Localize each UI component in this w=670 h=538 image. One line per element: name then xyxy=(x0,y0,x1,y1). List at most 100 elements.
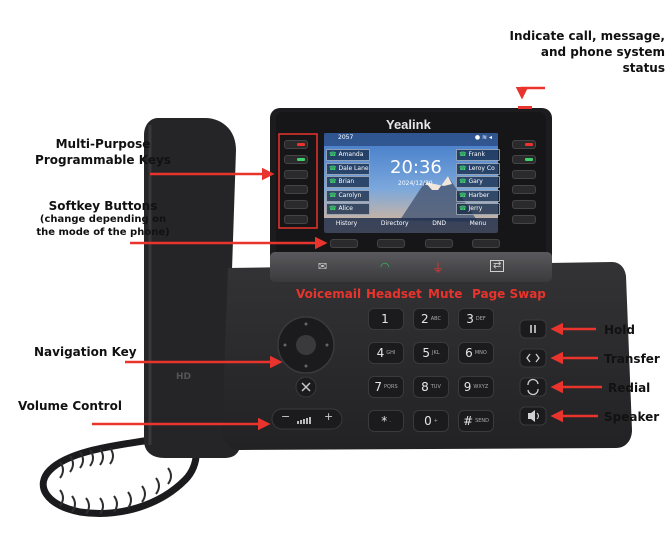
key-letters: MNO xyxy=(474,350,487,356)
status-led xyxy=(518,106,532,109)
softkey-button-2[interactable] xyxy=(424,239,453,248)
redial-button[interactable] xyxy=(519,377,547,397)
contact-icon: ☎ xyxy=(329,178,337,185)
hold-button[interactable] xyxy=(519,319,547,339)
contact-icon: ☎ xyxy=(459,191,467,199)
left-contact-2: ☎Brian xyxy=(326,176,370,188)
mpk-highlight-frame xyxy=(278,133,318,229)
headset-icon[interactable]: ◠ xyxy=(380,260,390,273)
contact-name: Harber xyxy=(468,191,490,199)
key-digit: 1 xyxy=(381,312,389,326)
navigation-ok-button[interactable] xyxy=(296,335,316,355)
softkey-button-0[interactable] xyxy=(330,239,358,248)
annotation-speaker: Speaker xyxy=(604,410,660,424)
right-programmable-key-2[interactable] xyxy=(512,170,536,179)
annotation-volume: Volume Control xyxy=(18,399,122,413)
contact-name: Leroy Co xyxy=(468,164,495,172)
contact-name: Alice xyxy=(338,205,353,212)
mute-icon[interactable]: ⏚ xyxy=(432,261,445,275)
key-letters: WXYZ xyxy=(473,384,489,390)
contact-icon: ☎ xyxy=(459,178,467,185)
status-icons: ● ≋ ◂ xyxy=(474,134,492,141)
annotation-voicemail: Voicemail xyxy=(296,287,362,301)
key-digit: 3 xyxy=(466,312,474,326)
softkey-label-1: Directory xyxy=(380,220,409,227)
annotation-mpkeys: Multi-Purpose Programmable Keys xyxy=(35,137,171,167)
keypad-key-10[interactable]: 0+ xyxy=(413,410,449,432)
right-contact-0: ☎Frank xyxy=(456,149,500,161)
key-digit: 6 xyxy=(465,346,473,360)
transfer-icon xyxy=(526,353,540,363)
left-programmable-key-2[interactable] xyxy=(284,170,308,179)
redial-icon xyxy=(527,378,539,396)
contact-icon: ☎ xyxy=(329,164,337,172)
right-programmable-key-3[interactable] xyxy=(512,185,536,194)
keypad-key-9[interactable]: *. xyxy=(368,410,404,432)
key-digit: 8 xyxy=(421,380,429,394)
key-led xyxy=(525,158,533,161)
left-contact-0: ☎Amanda xyxy=(326,149,370,161)
contact-name: Amanda xyxy=(338,151,364,158)
key-letters: . xyxy=(389,418,391,424)
key-digit: 4 xyxy=(376,346,385,360)
key-letters: TUV xyxy=(430,384,441,390)
key-digit: 2 xyxy=(421,312,429,326)
key-letters: DEF xyxy=(475,316,486,322)
softkey-label-0: History xyxy=(335,220,358,227)
page-swap-icon[interactable]: ⇄ xyxy=(490,260,505,272)
handset-logo: HD xyxy=(176,372,192,382)
volume-bars-icon xyxy=(297,417,311,424)
volume-plus-label: + xyxy=(324,410,334,423)
right-contact-4: ☎Jerry xyxy=(456,203,500,215)
contact-icon: ☎ xyxy=(329,191,337,199)
keypad-key-11[interactable]: #SEND xyxy=(458,410,494,432)
account-label: 2057 xyxy=(338,134,354,141)
handset[interactable] xyxy=(144,118,241,458)
right-programmable-key-5[interactable] xyxy=(512,215,536,224)
brand-logo: Yealink xyxy=(386,117,431,132)
annotation-softkeys-title: Softkey Buttons xyxy=(48,199,158,213)
key-letters: GHI xyxy=(386,350,396,356)
left-programmable-key-1[interactable] xyxy=(284,155,308,164)
right-contact-2: ☎Gary xyxy=(456,176,500,188)
left-programmable-key-5[interactable] xyxy=(284,215,308,224)
softkey-button-1[interactable] xyxy=(377,239,406,248)
annotation-redial: Redial xyxy=(608,381,651,395)
transfer-button[interactable] xyxy=(519,348,547,368)
contact-icon: ☎ xyxy=(459,205,467,212)
contact-name: Carolyn xyxy=(338,191,362,199)
softkey-buttons xyxy=(330,239,500,248)
contact-name: Dale Lane xyxy=(338,164,369,172)
left-contact-3: ☎Carolyn xyxy=(326,189,370,202)
left-programmable-key-4[interactable] xyxy=(284,200,308,209)
right-programmable-key-1[interactable] xyxy=(512,155,536,164)
annotation-mute: Mute xyxy=(428,287,463,301)
annotation-hold: Hold xyxy=(604,323,635,337)
key-digit: 5 xyxy=(422,346,431,360)
voicemail-icon[interactable]: ✉ xyxy=(318,260,328,273)
right-programmable-key-0[interactable] xyxy=(512,140,536,149)
volume-minus-label: − xyxy=(281,410,291,423)
softkey-label-3: Menu xyxy=(469,220,487,227)
key-led xyxy=(297,158,305,161)
annotation-status: Indicate call, message, and phone system… xyxy=(509,29,665,75)
right-programmable-key-4[interactable] xyxy=(512,200,536,209)
contact-name: Gary xyxy=(468,178,483,185)
arrow-status xyxy=(515,86,545,100)
left-programmable-key-3[interactable] xyxy=(284,185,308,194)
keypad-key-0[interactable]: 1 xyxy=(368,308,404,330)
key-digit: * xyxy=(381,414,388,428)
softkey-button-3[interactable] xyxy=(471,239,500,248)
lcd-content: 2057 ● ≋ ◂ 20:36 2024/12/20 ☎Amanda☎Dale… xyxy=(324,133,500,233)
left-programmable-key-0[interactable] xyxy=(284,140,308,149)
feature-keys: ✉ ◠ ⏚ ⇄ xyxy=(300,260,520,278)
